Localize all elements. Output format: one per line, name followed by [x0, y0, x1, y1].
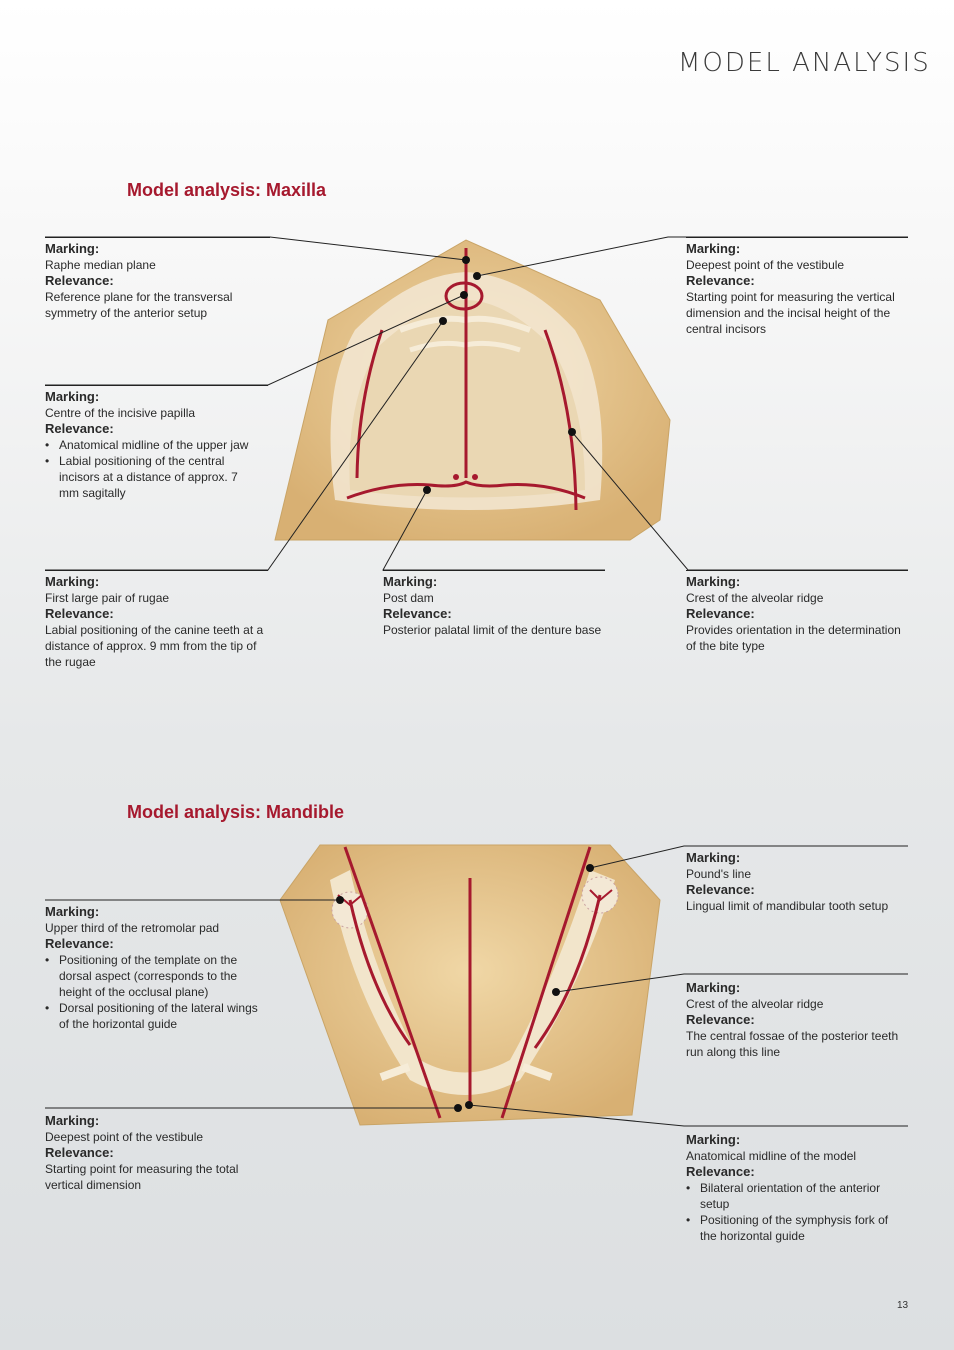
maxilla-section-title: Model analysis: Maxilla: [127, 180, 327, 200]
relevance-label: Relevance:: [383, 606, 452, 621]
relevance-bullet: Anatomical midline of the upper jaw: [45, 437, 268, 453]
relevance-label: Relevance:: [686, 882, 755, 897]
marking-text: Anatomical midline of the model: [686, 1149, 857, 1163]
callout-midline: Marking: Anatomical midline of the model…: [686, 1126, 908, 1244]
relevance-text: Provides orientation in the determinatio…: [686, 623, 901, 653]
relevance-label: Relevance:: [686, 1164, 755, 1179]
mandible-model-image: [279, 844, 661, 1126]
callout-crest-maxilla: Marking: Crest of the alveolar ridge Rel…: [686, 570, 908, 654]
relevance-label: Relevance:: [686, 606, 755, 621]
maxilla-pointer-dots: [423, 256, 576, 494]
relevance-label: Relevance:: [45, 606, 114, 621]
relevance-label: Relevance:: [45, 421, 114, 436]
relevance-text: Starting point for measuring the vertica…: [686, 290, 895, 336]
marking-text: Centre of the incisive papilla: [45, 406, 196, 420]
marking-text: Deepest point of the vestibule: [45, 1130, 204, 1144]
relevance-text: Lingual limit of mandibular tooth setup: [686, 899, 889, 913]
marking-label: Marking:: [686, 1132, 741, 1147]
marking-label: Marking:: [45, 904, 100, 919]
marking-label: Marking:: [45, 241, 100, 256]
marking-label: Marking:: [686, 850, 741, 865]
callout-retromolar: Marking: Upper third of the retromolar p…: [45, 900, 260, 1032]
mandible-pointer-lines: [45, 845, 908, 1127]
relevance-bullet: Positioning of the template on the dorsa…: [45, 952, 260, 1000]
relevance-text: Reference plane for the transversal symm…: [45, 290, 233, 320]
marking-text: Pound's line: [686, 867, 752, 881]
maxilla-model-image: [274, 239, 671, 541]
relevance-label: Relevance:: [686, 273, 755, 288]
mandible-section-title: Model analysis: Mandible: [127, 802, 345, 822]
callout-pound: Marking: Pound's line Relevance: Lingual…: [686, 846, 908, 914]
relevance-label: Relevance:: [686, 1012, 755, 1027]
marking-label: Marking:: [45, 389, 100, 404]
relevance-bullet: Labial positioning of the central inciso…: [45, 453, 239, 501]
relevance-text: Labial positioning of the canine teeth a…: [45, 623, 264, 669]
marking-label: Marking:: [686, 241, 741, 256]
relevance-label: Relevance:: [45, 1145, 114, 1160]
callout-papilla: Marking: Centre of the incisive papilla …: [45, 385, 268, 501]
marking-text: Deepest point of the vestibule: [686, 258, 845, 272]
marking-label: Marking:: [686, 980, 741, 995]
marking-text: Post dam: [383, 591, 434, 605]
callout-rugae: Marking: First large pair of rugae Relev…: [45, 570, 268, 670]
marking-text: First large pair of rugae: [45, 591, 170, 605]
marking-text: Crest of the alveolar ridge: [686, 591, 824, 605]
relevance-text: Posterior palatal limit of the denture b…: [383, 623, 602, 637]
relevance-label: Relevance:: [45, 273, 114, 288]
marking-label: Marking:: [686, 574, 741, 589]
page-number: 13: [897, 1300, 909, 1311]
callout-crest-mandible: Marking: Crest of the alveolar ridge Rel…: [686, 974, 908, 1060]
marking-text: Raphe median plane: [45, 258, 156, 272]
marking-label: Marking:: [383, 574, 438, 589]
relevance-text: Starting point for measuring the total v…: [45, 1162, 239, 1192]
marking-text: Upper third of the retromolar pad: [45, 921, 220, 935]
relevance-text: The central fossae of the posterior teet…: [686, 1029, 899, 1059]
marking-label: Marking:: [45, 574, 100, 589]
callout-raphe: Marking: Raphe median plane Relevance: R…: [45, 237, 270, 321]
callout-postdam: Marking: Post dam Relevance: Posterior p…: [383, 570, 605, 638]
relevance-bullet: Dorsal positioning of the lateral wings …: [45, 1000, 260, 1032]
marking-label: Marking:: [45, 1113, 100, 1128]
marking-text: Crest of the alveolar ridge: [686, 997, 824, 1011]
mandible-pointer-dots: [336, 864, 594, 1112]
relevance-bullet: Bilateral orientation of the anterior se…: [686, 1180, 908, 1212]
page-title: MODEL ANALYSIS: [678, 48, 931, 78]
callout-vestibule-maxilla: Marking: Deepest point of the vestibule …: [686, 237, 908, 337]
callout-vestibule-mandible: Marking: Deepest point of the vestibule …: [45, 1108, 260, 1193]
relevance-bullet: Positioning of the symphysis fork of the…: [686, 1212, 908, 1244]
relevance-label: Relevance:: [45, 936, 114, 951]
